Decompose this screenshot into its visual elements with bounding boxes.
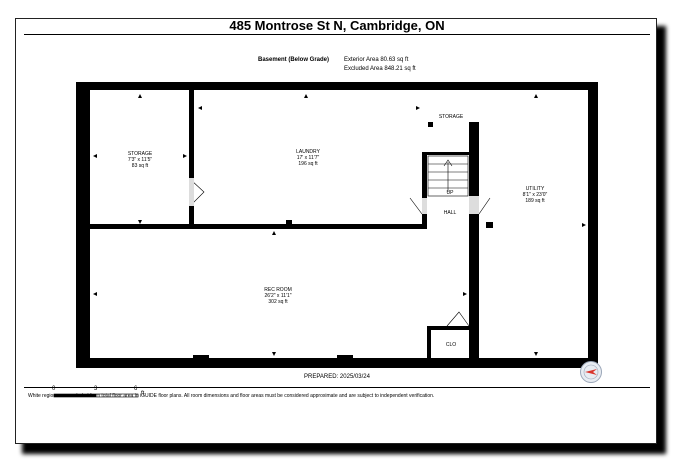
room-up: UP: [447, 190, 454, 196]
wall-stair-left-lower: [422, 214, 427, 229]
room-name: UTILITY: [525, 186, 545, 192]
scale-tick-6: 6: [134, 386, 138, 392]
room-dims: 26'2" x 11'1": [264, 293, 292, 299]
room-dims: 8'1" x 23'0": [522, 192, 548, 198]
room-area: 302 sq ft: [268, 299, 288, 305]
wall-stair-top: [422, 152, 470, 155]
compass-needle: [583, 364, 599, 380]
fixture-laundry: [286, 220, 292, 224]
stairs: [427, 155, 469, 197]
wall-laundry-bottom: [90, 224, 427, 229]
room-storage-left: STORAGE 7'3" x 11'5" 83 sq ft: [128, 151, 152, 169]
room-name: CLO: [445, 342, 457, 348]
wall-bottom: [76, 358, 598, 368]
room-name: HALL: [443, 210, 457, 216]
door-fills: [189, 178, 479, 214]
excluded-area: Excluded Area 848.21 sq ft: [344, 66, 416, 72]
scale-bar: [53, 393, 139, 398]
room-area: 189 sq ft: [525, 198, 545, 204]
wall-left: [76, 82, 90, 368]
room-dims: 7'3" x 11'5": [127, 157, 153, 163]
fixture-rec-2: [337, 355, 353, 360]
exterior-area: Exterior Area 80.63 sq ft: [344, 57, 409, 63]
fixture-rec-1: [193, 355, 209, 360]
footer-divider: [24, 387, 650, 388]
doors: [190, 179, 491, 327]
room-name: REC ROOM: [264, 287, 292, 293]
room-name: LAUNDRY: [296, 149, 320, 155]
door-hall-right: [478, 197, 491, 215]
scale-tick-3: 3: [94, 386, 98, 392]
title-divider: [24, 34, 650, 35]
room-dims: 17' x 11'7": [296, 155, 320, 161]
room-name: UP: [446, 190, 454, 196]
wall-storage-right-lower: [189, 206, 194, 228]
north-compass-icon: [580, 361, 602, 383]
scale-unit: ft: [141, 391, 145, 397]
wall-storage-right-upper: [189, 90, 194, 178]
room-hall: HALL: [444, 210, 457, 216]
wall-stair-left: [422, 152, 427, 198]
room-area: 83 sq ft: [131, 163, 149, 169]
wall-right: [588, 82, 598, 368]
wall-closet-top: [427, 326, 469, 330]
room-storage-top: STORAGE: [439, 114, 463, 120]
page-title: 485 Montrose St N, Cambridge, ON: [229, 18, 445, 33]
room-laundry: LAUNDRY 17' x 11'7" 196 sq ft: [296, 149, 320, 167]
wall-utility-left: [469, 214, 479, 358]
room-name: STORAGE: [438, 114, 464, 120]
room-name: STORAGE: [127, 151, 153, 157]
level-label: Basement (Below Grade): [258, 57, 330, 63]
wall-storage-right: [469, 122, 479, 196]
walls: [76, 82, 598, 368]
door-hall-left: [409, 197, 423, 215]
footnote: White regions are excluded from total fl…: [28, 393, 435, 399]
room-utility: UTILITY 8'1" x 23'0" 189 sq ft: [523, 186, 548, 204]
fixture-utility: [486, 222, 493, 228]
wall-top: [76, 82, 598, 90]
room-area: 196 sq ft: [298, 161, 318, 167]
fixture-storage: [428, 122, 433, 127]
door-storage: [190, 179, 205, 206]
prepared-date: PREPARED: 2025/03/24: [304, 374, 370, 380]
dimension-arrows: [93, 94, 586, 356]
wall-closet-left: [427, 326, 431, 358]
room-clo: CLO: [446, 342, 456, 348]
room-rec-room: REC ROOM 26'2" x 11'1" 302 sq ft: [264, 287, 292, 305]
door-closet: [446, 311, 470, 327]
scale-tick-0: 0: [52, 386, 56, 392]
